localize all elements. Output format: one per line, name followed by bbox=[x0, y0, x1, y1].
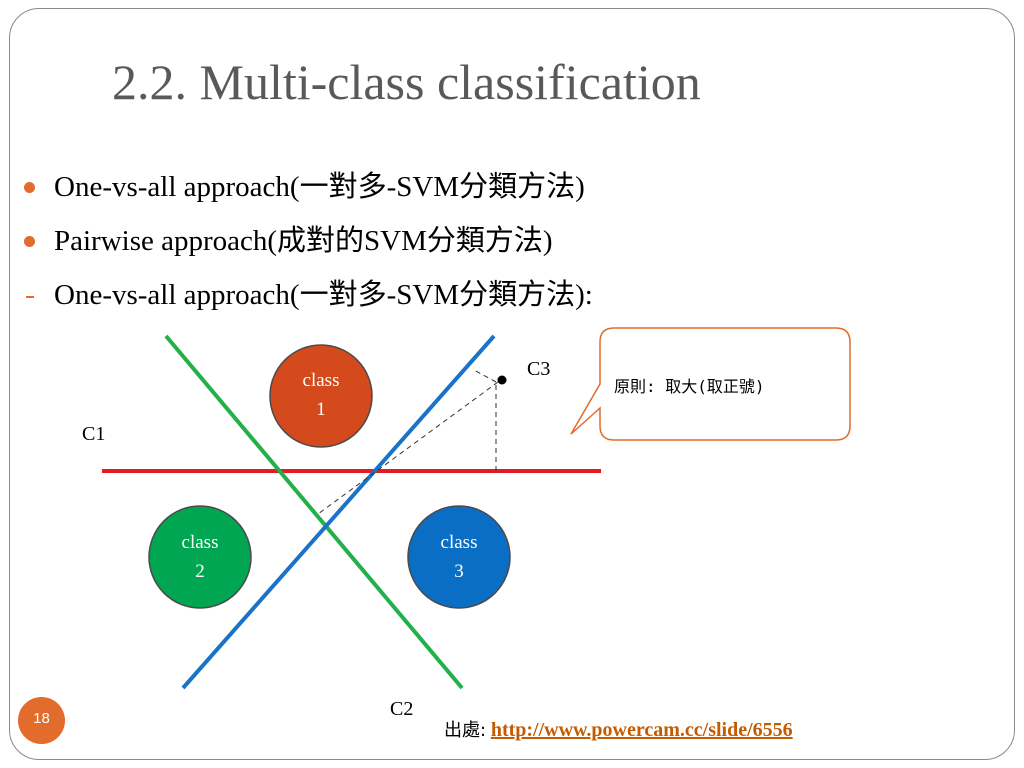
bullet-text: Pairwise approach(成對的SVM分類方法) bbox=[54, 225, 553, 257]
page-number: 18 bbox=[33, 710, 50, 727]
class-2-circle bbox=[148, 505, 252, 609]
class-1-circle bbox=[269, 344, 373, 448]
bullet-dot-icon bbox=[24, 182, 35, 193]
source-prefix: 出處: bbox=[444, 720, 487, 741]
class-label-number: 1 bbox=[316, 399, 326, 420]
bullet-text: One-vs-all approach(一對多-SVM分類方法) bbox=[54, 171, 585, 203]
class-1-label: class 1 bbox=[271, 366, 371, 424]
c2-label: C2 bbox=[390, 698, 414, 720]
class-2-label: class 2 bbox=[150, 528, 250, 586]
class-label-word: class bbox=[181, 532, 219, 553]
source-link[interactable]: http://www.powercam.cc/slide/6556 bbox=[490, 719, 793, 741]
c1-label: C1 bbox=[82, 423, 106, 445]
c3-boundary-line bbox=[181, 334, 496, 690]
bullet-dot-icon bbox=[24, 236, 35, 247]
c2-boundary-line bbox=[164, 334, 464, 690]
bullet-text: One-vs-all approach(一對多-SVM分類方法): bbox=[54, 279, 593, 311]
slide-frame bbox=[9, 8, 1015, 760]
c3-label: C3 bbox=[527, 358, 551, 380]
class-label-number: 2 bbox=[195, 561, 205, 582]
bullet-dash-icon bbox=[26, 296, 34, 298]
class-3-label: class 3 bbox=[409, 528, 509, 586]
projection-dashed-line bbox=[317, 381, 499, 515]
projection-dashed-line bbox=[473, 369, 497, 383]
callout-text: 原則: 取大(取正號) bbox=[614, 377, 765, 396]
callout-bubble bbox=[570, 327, 851, 441]
class-label-number: 3 bbox=[454, 561, 464, 582]
source-citation: 出處: http://www.powercam.cc/slide/6556 bbox=[444, 716, 793, 742]
class-3-circle bbox=[407, 505, 511, 609]
sample-point bbox=[497, 375, 507, 385]
slide-title: 2.2. Multi-class classification bbox=[112, 54, 701, 110]
page-number-badge bbox=[18, 697, 65, 744]
class-label-word: class bbox=[302, 370, 340, 391]
class-label-word: class bbox=[440, 532, 478, 553]
